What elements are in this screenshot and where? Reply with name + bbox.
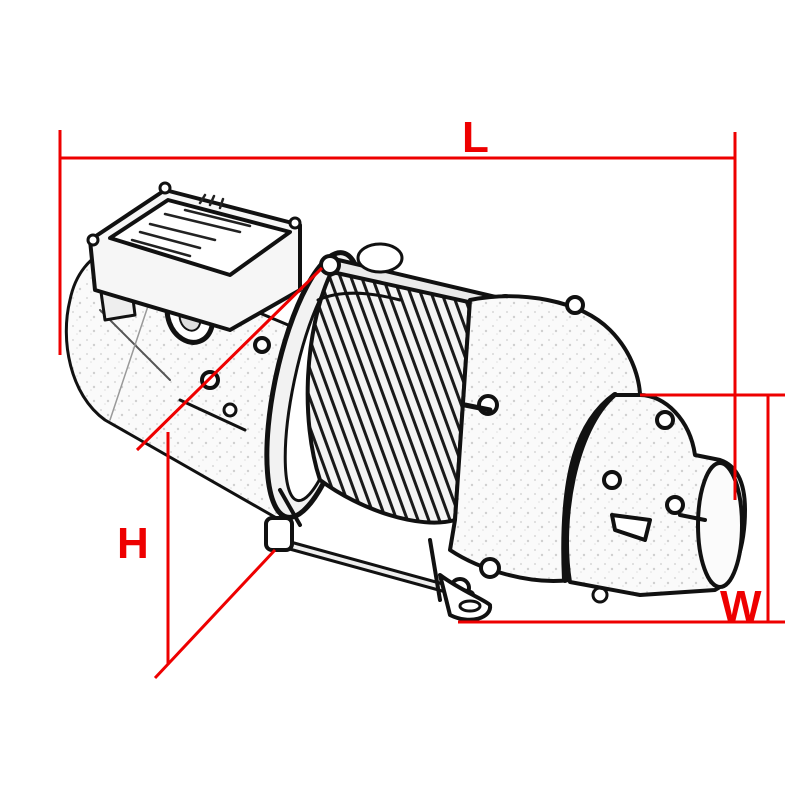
cable-drum (305, 267, 472, 525)
terminal-box (86, 181, 302, 332)
dimension-H-top-leader (135, 266, 324, 452)
mounting-base (264, 488, 493, 622)
winch-illustration (64, 181, 747, 622)
dimension-lines (58, 130, 785, 680)
dimension-H-bottom-leader (153, 548, 277, 680)
dimension-label-height: H (117, 519, 149, 568)
nameplate-text (130, 193, 252, 258)
end-cap (565, 393, 747, 597)
dimension-label-width: W (720, 582, 762, 631)
dimension-label-length: L (462, 113, 489, 162)
